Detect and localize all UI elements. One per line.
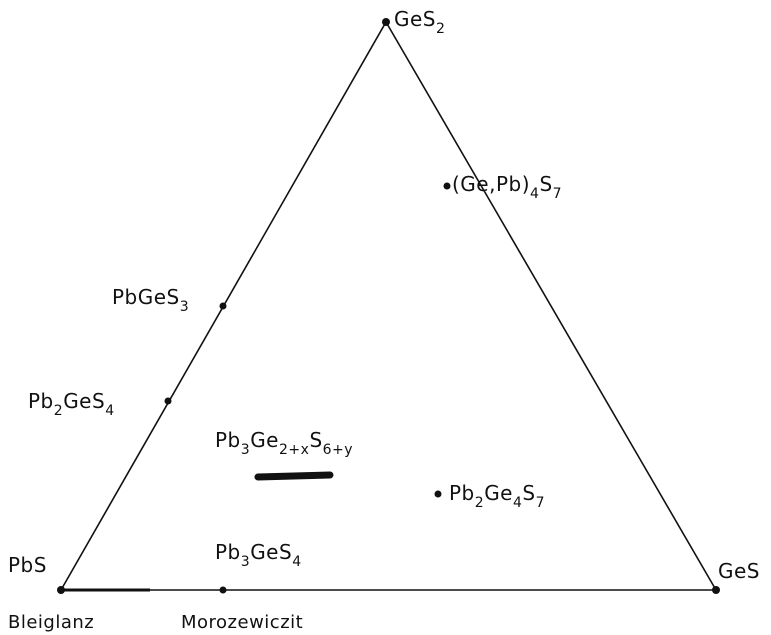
phase-pb2ges4-label: Pb2GeS4 [28,389,115,419]
vertex-ges-point [712,586,720,594]
vertex-ges2-label: GeS2 [394,7,445,37]
mineral-bleiglanz-label: Bleiglanz [8,612,94,633]
phase-pbges3-label: PbGeS3 [112,285,189,315]
vertex-pbs-point [57,586,65,594]
phase-gepb4s7-label: (Ge,Pb)4S7 [452,172,562,202]
phase-pb2ges4-point [164,397,172,405]
edge-ges2-ges [385,21,717,591]
phase-pb2ge4s7-point [434,490,442,498]
phase-pb3ges4-point [219,586,227,594]
vertex-ges-label: GeS [718,559,760,583]
phase-pbges3-point [219,302,227,310]
vertex-ges2-point [382,18,390,26]
mineral-morozewiczit-label: Morozewiczit [181,612,303,633]
pb3ge2s6-solid-solution-bar [254,471,334,481]
phase-gepb4s7-point [443,182,451,190]
phase-pb2ge4s7-label: Pb2Ge4S7 [449,481,545,511]
vertex-pbs-label: PbS [8,553,47,577]
phase-pb3ges4-label: Pb3GeS4 [215,540,302,570]
phase-pb3ge2s6-label: Pb3Ge2+xS6+y [215,428,353,458]
